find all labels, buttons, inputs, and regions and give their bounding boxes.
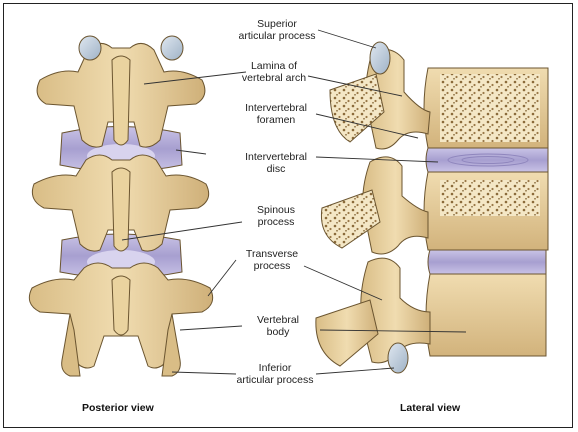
label-superior-articular-process: Superior articular process — [236, 18, 318, 42]
label-intervertebral-disc: Intervertebral disc — [236, 151, 316, 175]
label-lamina-of-vertebral-arch: Lamina of vertebral arch — [234, 60, 314, 84]
label-intervertebral-foramen: Intervertebral foramen — [236, 102, 316, 126]
label-inferior-articular-process: Inferior articular process — [234, 362, 316, 386]
superior-articular-facet-left — [79, 36, 101, 60]
lateral-body-3 — [426, 274, 546, 356]
label-transverse-process: Transverse process — [232, 248, 312, 272]
lateral-disc-lower — [428, 250, 546, 274]
label-spinous-process: Spinous process — [236, 204, 316, 228]
lateral-disc-upper — [426, 148, 548, 172]
caption-lateral-view: Lateral view — [400, 402, 460, 414]
lateral-view — [316, 42, 548, 373]
caption-posterior-view: Posterior view — [82, 402, 154, 414]
superior-articular-facet-right — [161, 36, 183, 60]
label-vertebral-body: Vertebral body — [238, 314, 318, 338]
posterior-view — [29, 36, 212, 376]
lateral-spinous-3 — [316, 300, 378, 366]
